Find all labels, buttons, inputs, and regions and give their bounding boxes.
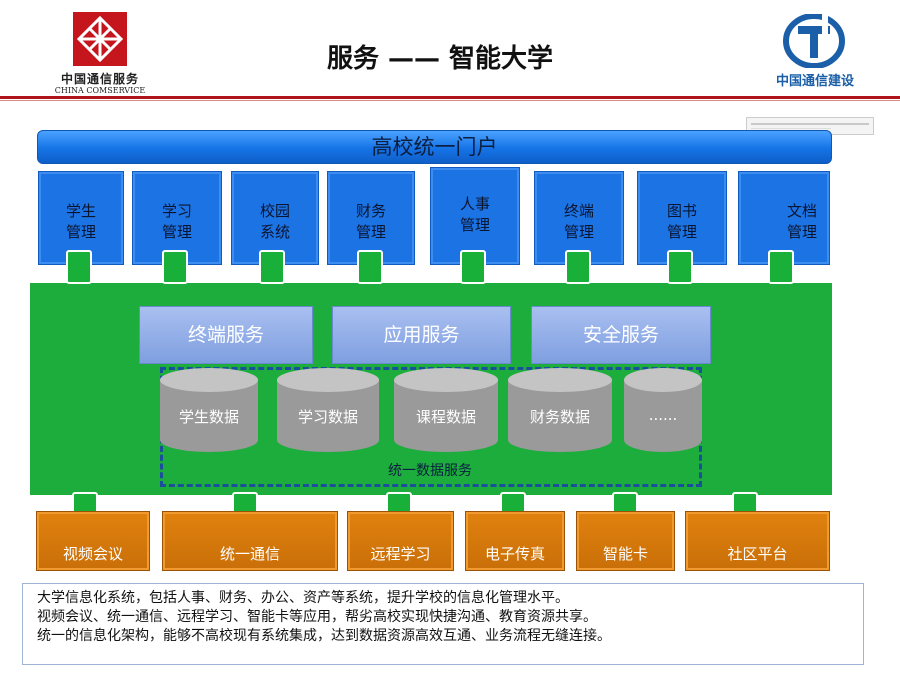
left-logo-en: CHINA COMSERVICE bbox=[54, 86, 146, 95]
china-construction-logo: 中国通信建设 bbox=[760, 12, 870, 96]
header-divider bbox=[0, 96, 900, 99]
description-line: 大学信息化系统，包括人事、财务、办公、资产等系统，提升学校的信息化管理水平。 bbox=[37, 590, 569, 606]
connector-plug bbox=[667, 250, 693, 284]
service-terminal: 终端服务 bbox=[139, 306, 313, 364]
right-logo-cn: 中国通信建设 bbox=[775, 74, 854, 89]
page-title: 服务 —— 智能大学 bbox=[326, 44, 554, 74]
description-box: 大学信息化系统，包括人事、财务、办公、资产等系统，提升学校的信息化管理水平。 视… bbox=[22, 583, 864, 665]
database-cylinder-icon bbox=[394, 368, 498, 452]
module-label-line1: 文档 bbox=[786, 202, 817, 220]
module-document-management: 文档 管理 bbox=[738, 171, 830, 265]
lattice-logo-icon bbox=[73, 12, 127, 66]
db-label: 财务数据 bbox=[529, 408, 590, 426]
description-line: 统一的信息化架构，能够不高校现有系统集成，达到数据资源高效互通、业务流程无缝连接… bbox=[37, 628, 611, 644]
db-label: 学习数据 bbox=[297, 408, 358, 426]
module-label-line1: 校园 bbox=[259, 202, 290, 220]
database-cylinder-icon bbox=[160, 368, 258, 452]
service-application: 应用服务 bbox=[332, 306, 511, 364]
db-label: ...... bbox=[648, 406, 678, 424]
module-label-line2: 管理 bbox=[786, 223, 817, 241]
app-electronic-fax: 电子传真 bbox=[465, 511, 565, 571]
module-learning-management: 学习 管理 bbox=[132, 171, 222, 265]
module-label-line1: 图书 bbox=[666, 202, 697, 220]
connector-plug bbox=[565, 250, 591, 284]
module-library-management: 图书 管理 bbox=[637, 171, 727, 265]
connector-plug bbox=[768, 250, 794, 284]
connector-plug bbox=[162, 250, 188, 284]
app-remote-learning: 远程学习 bbox=[347, 511, 454, 571]
connector-plug bbox=[357, 250, 383, 284]
module-finance-management: 财务 管理 bbox=[327, 171, 415, 265]
db-more-data: ...... bbox=[624, 368, 702, 454]
module-campus-system: 校园 系统 bbox=[231, 171, 319, 265]
module-label-line2: 管理 bbox=[563, 223, 594, 241]
service-security: 安全服务 bbox=[531, 306, 711, 364]
connector-plug bbox=[66, 250, 92, 284]
campus-portal-bar: 高校统一门户 bbox=[37, 130, 832, 164]
left-logo-cn: 中国通信服务 bbox=[60, 72, 139, 86]
app-unified-communication: 统一通信 bbox=[162, 511, 338, 571]
db-learning-data: 学习数据 bbox=[277, 368, 379, 454]
module-label-line1: 学生 bbox=[65, 202, 96, 220]
module-hr-management: 人事 管理 bbox=[430, 167, 520, 265]
app-label: 远程学习 bbox=[370, 545, 431, 563]
module-label-line2: 管理 bbox=[459, 216, 490, 234]
module-label-line1: 终端 bbox=[563, 202, 594, 220]
app-label: 视频会议 bbox=[62, 545, 123, 563]
module-label-line2: 管理 bbox=[666, 223, 697, 241]
china-comservice-logo: 中国通信服务 CHINA COMSERVICE bbox=[40, 12, 160, 96]
description-line: 视频会议、统一通信、远程学习、智能卡等应用，帮劣高校实现快捷沟通、教育资源共享。 bbox=[37, 609, 597, 625]
module-label-line2: 管理 bbox=[65, 223, 96, 241]
database-cylinder-icon bbox=[508, 368, 612, 452]
module-student-management: 学生 管理 bbox=[38, 171, 124, 265]
connector-plug bbox=[259, 250, 285, 284]
app-label: 电子传真 bbox=[484, 545, 545, 563]
module-label-line2: 管理 bbox=[355, 223, 386, 241]
module-label-line1: 财务 bbox=[355, 202, 386, 220]
app-community-platform: 社区平台 bbox=[685, 511, 830, 571]
app-label: 统一通信 bbox=[219, 545, 280, 563]
header-divider-thin bbox=[0, 100, 900, 101]
module-label-line2: 系统 bbox=[259, 223, 290, 241]
app-label: 智能卡 bbox=[602, 545, 648, 563]
db-student-data: 学生数据 bbox=[160, 368, 258, 454]
app-label: 社区平台 bbox=[727, 545, 788, 563]
module-label-line1: 人事 bbox=[459, 195, 490, 213]
app-smart-card: 智能卡 bbox=[576, 511, 675, 571]
db-finance-data: 财务数据 bbox=[508, 368, 612, 454]
app-video-conference: 视频会议 bbox=[36, 511, 150, 571]
database-cylinder-icon bbox=[624, 368, 702, 452]
module-label-line1: 学习 bbox=[161, 202, 192, 220]
module-label-line2: 管理 bbox=[161, 223, 192, 241]
db-course-data: 课程数据 bbox=[394, 368, 498, 454]
db-label: 学生数据 bbox=[178, 408, 239, 426]
connector-plug bbox=[460, 250, 486, 284]
database-cylinder-icon bbox=[277, 368, 379, 452]
db-label: 课程数据 bbox=[415, 408, 476, 426]
ct-globe-logo-icon bbox=[783, 14, 845, 68]
unified-data-service-label: 统一数据服务 bbox=[388, 463, 472, 479]
